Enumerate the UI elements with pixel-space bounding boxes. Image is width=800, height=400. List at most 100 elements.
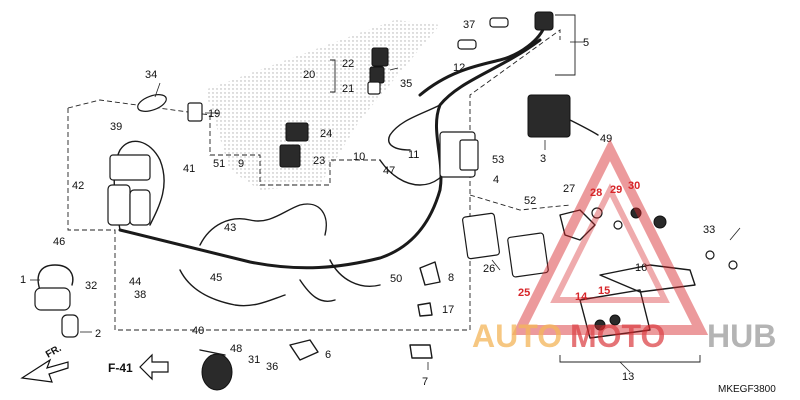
callout-10: 10 [353,151,365,163]
callout-49: 49 [600,133,612,145]
grommet-15a[interactable] [594,319,606,331]
spark-plug-cap[interactable] [61,314,79,338]
callout-30: 30 [628,180,640,192]
coil-body [107,184,131,226]
connector-21[interactable] [367,81,381,95]
connector-21-top[interactable] [369,66,385,84]
coil-body-2 [129,189,151,226]
watermark-triangle [511,138,709,335]
callout-26: 26 [483,263,495,275]
bracket-7[interactable] [409,344,433,359]
left-subframe [67,99,380,186]
callout-8: 8 [448,272,454,284]
bracket-27[interactable] [559,209,596,241]
clamp-37-mid[interactable] [457,39,477,50]
automotohub-watermark: AUTO MOTO HUB [472,138,776,354]
bracket-8[interactable] [419,261,441,286]
callout-19: 19 [208,108,220,120]
callout-52: 52 [524,195,536,207]
callout-29: 29 [610,184,622,196]
connector-19[interactable] [187,102,203,122]
harness-branch-upper [388,104,441,151]
callout-22: 22 [342,58,354,70]
callout-17: 17 [442,304,454,316]
watermark-text-auto: AUTO [472,318,562,354]
callout-41: 41 [183,163,195,175]
callout-labels: 1 2 3 4 5 6 7 8 9 10 11 12 13 14 15 16 1… [20,19,776,395]
callout-9: 9 [238,158,244,170]
callout-36: 36 [266,361,278,373]
callout-45: 45 [210,272,222,284]
callout-39: 39 [110,121,122,133]
relay-block-upper [109,154,151,181]
diagram-code: MKEGF3800 [718,384,776,395]
callout-51: 51 [213,158,225,170]
callout-42: 42 [72,180,84,192]
group-13-bracket [559,355,701,363]
callout-37: 37 [463,19,475,31]
callout-7: 7 [422,376,428,388]
harness-branch-lower [179,269,286,307]
callout-32: 32 [85,280,97,292]
callout-23: 23 [313,155,325,167]
harness-branch-right [329,259,381,287]
grommet-33[interactable] [705,250,715,260]
callout-24: 24 [320,128,332,140]
callout-11: 11 [408,149,419,161]
cable-terminal-5[interactable] [534,11,554,31]
grommet-33b[interactable] [728,260,738,270]
bracket-6[interactable] [289,339,319,361]
callout-2: 2 [95,328,101,340]
fuse-box-cover[interactable] [459,139,479,171]
reference-arrow [139,353,169,381]
clamp-37-top[interactable] [489,17,509,28]
callout-3: 3 [540,153,546,165]
regulator-rectifier[interactable] [527,94,571,138]
bracket-14-15[interactable] [579,289,651,339]
bracket-16[interactable] [599,264,696,293]
leader-lines [30,41,741,373]
ecu-bracket[interactable] [462,212,500,260]
callout-40: 40 [192,325,204,337]
front-arrow [20,358,69,383]
callout-4: 4 [493,174,499,186]
grommet-28[interactable] [591,207,603,219]
watermark-text-hub: HUB [707,318,776,354]
clip-17[interactable] [417,302,433,317]
harness-branch-center [199,203,327,246]
callout-50: 50 [390,273,402,285]
callout-43: 43 [224,222,236,234]
collar-29[interactable] [613,220,623,230]
grommet-30b[interactable] [653,215,667,229]
callout-47: 47 [383,165,395,177]
grommet-30a[interactable] [630,207,642,219]
callout-34: 34 [145,69,157,81]
horn[interactable] [201,353,233,391]
callout-12: 12 [453,62,465,74]
callout-1: 1 [20,274,26,286]
callout-16: 16 [635,262,647,274]
callout-27: 27 [563,183,575,195]
callout-21: 21 [342,83,354,95]
connector-22[interactable] [371,47,389,67]
grommet-15b[interactable] [609,314,621,326]
regulator-lead [569,119,599,136]
plug-lead [37,264,74,291]
callout-25: 25 [518,287,530,299]
callout-15: 15 [598,285,610,297]
callout-13: 13 [622,371,634,383]
reference-label: F-41 [108,361,133,375]
ignition-coil[interactable] [34,287,71,311]
callout-5: 5 [583,37,589,49]
ecu-unit[interactable] [507,232,549,278]
watermark-text-moto: MOTO [570,318,665,354]
group-5-bracket [555,14,576,76]
connector-23[interactable] [279,144,301,168]
group-20-bracket [330,59,336,93]
connector-24[interactable] [285,122,309,142]
watermark-inner-triangle [550,183,670,303]
main-harness-frame [67,29,561,331]
grommet-34[interactable] [136,91,169,114]
